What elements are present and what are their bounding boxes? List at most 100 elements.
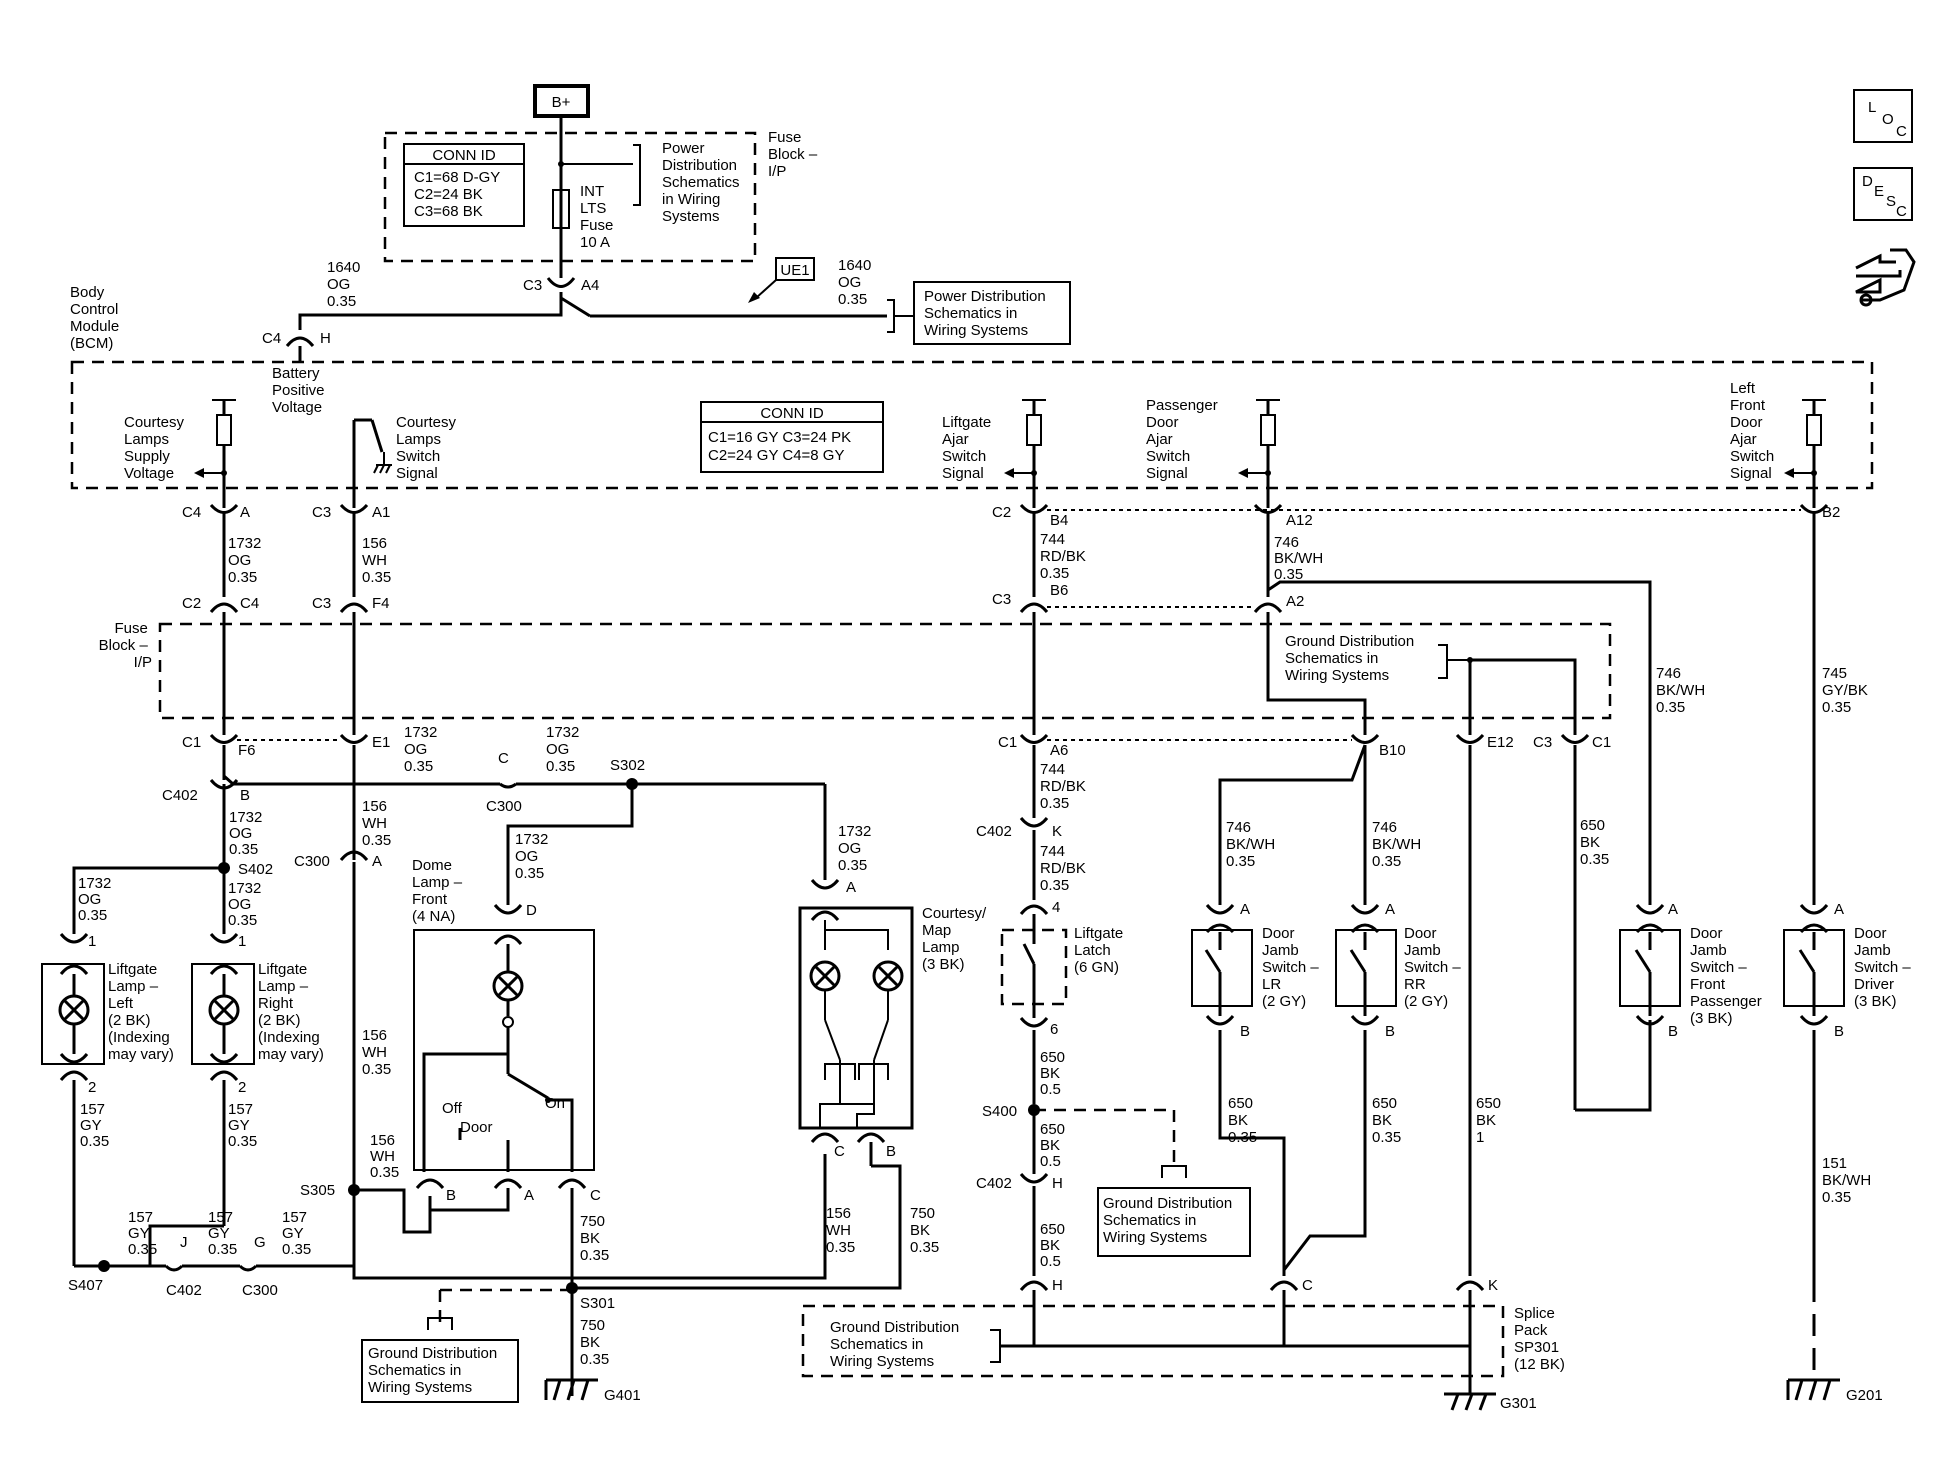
connector-row-2 xyxy=(209,602,1283,613)
dome-lamp-box xyxy=(413,929,595,1171)
svg-text:C402: C402 xyxy=(162,787,198,804)
svg-text:6: 6 xyxy=(1050,1021,1058,1038)
connector-row-3 xyxy=(209,733,1590,744)
svg-text:B6: B6 xyxy=(1050,582,1068,599)
svg-text:G401: G401 xyxy=(604,1387,641,1404)
gds-top-label: Ground Distribution Schematics in Wiring… xyxy=(1285,633,1418,684)
gds-left-box xyxy=(361,1339,519,1403)
svg-text:E12: E12 xyxy=(1487,734,1514,751)
conn-id-lines-top: C1=68 D-GY C2=24 BK C3=68 BK xyxy=(414,169,504,220)
conn-id-box-bcm xyxy=(700,401,884,473)
svg-text:G: G xyxy=(254,1234,266,1251)
svg-text:C: C xyxy=(1302,1277,1313,1294)
svg-text:C300: C300 xyxy=(294,853,330,870)
conn-id-box-top xyxy=(403,143,525,227)
fuse-block-label-top: Fuse Block – I/P xyxy=(768,129,821,180)
door-jamb-switch-rr: A B xyxy=(1335,901,1397,1040)
svg-text:F4: F4 xyxy=(372,595,390,612)
svg-text:O: O xyxy=(1882,111,1894,128)
svg-text:B: B xyxy=(1240,1023,1250,1040)
svg-text:C3: C3 xyxy=(312,504,331,521)
fuse-block-ip-top xyxy=(383,131,757,263)
svg-text:A: A xyxy=(1385,901,1395,918)
conn-id-lines-bcm: C1=16 GY C3=24 PK C2=24 GY C4=8 GY xyxy=(708,429,855,464)
svg-text:B: B xyxy=(886,1143,896,1160)
svg-text:4: 4 xyxy=(1052,899,1060,916)
svg-text:C402: C402 xyxy=(976,1175,1012,1192)
desc-icon[interactable]: D E S C xyxy=(1853,167,1913,221)
svg-text:J: J xyxy=(180,1234,188,1251)
troubleshoot-icon[interactable] xyxy=(1855,248,1916,307)
svg-text:C300: C300 xyxy=(486,798,522,815)
svg-text:2: 2 xyxy=(238,1079,246,1096)
a4-label: A4 xyxy=(581,277,599,294)
svg-text:C3: C3 xyxy=(1533,734,1552,751)
svg-text:C402: C402 xyxy=(166,1282,202,1299)
liftgate-latch-label: Liftgate Latch (6 GN) xyxy=(1074,925,1127,976)
door-jamb-switch-lr: A B xyxy=(1191,901,1253,1040)
gds-bottom-label: Ground Distribution Schematics in Wiring… xyxy=(830,1319,963,1370)
svg-text:K: K xyxy=(1052,823,1062,840)
svg-text:C2: C2 xyxy=(182,595,201,612)
svg-text:On: On xyxy=(545,1095,565,1112)
svg-text:S301: S301 xyxy=(580,1295,615,1312)
svg-text:B4: B4 xyxy=(1050,512,1068,529)
svg-text:A: A xyxy=(1668,901,1678,918)
svg-text:B: B xyxy=(240,787,250,804)
svg-text:C4: C4 xyxy=(182,504,201,521)
svg-text:C1: C1 xyxy=(182,734,201,751)
svg-text:A6: A6 xyxy=(1050,742,1068,759)
svg-text:S407: S407 xyxy=(68,1277,103,1294)
svg-text:Off: Off xyxy=(442,1100,463,1117)
fuse-block-ip xyxy=(158,622,1612,720)
svg-text:B: B xyxy=(446,1187,456,1204)
svg-text:C4: C4 xyxy=(240,595,259,612)
gds-mid-box xyxy=(1097,1187,1251,1257)
svg-text:S305: S305 xyxy=(300,1182,335,1199)
svg-text:C402: C402 xyxy=(976,823,1012,840)
svg-text:C3: C3 xyxy=(312,595,331,612)
dj-lr-label: Door Jamb Switch – LR (2 GY) xyxy=(1262,925,1323,1010)
battery-label: Battery Positive Voltage xyxy=(272,365,329,416)
bcm-label: Body Control Module (BCM) xyxy=(70,284,123,352)
ground-g401-icon xyxy=(544,1378,598,1401)
svg-text:C: C xyxy=(590,1187,601,1204)
door-jamb-switch-front-passenger: A B xyxy=(1619,901,1681,1040)
ground-g201-icon xyxy=(1786,1378,1840,1401)
svg-text:F6: F6 xyxy=(238,742,256,759)
liftgate-lamp-right: 1 2 xyxy=(191,933,255,1096)
loc-icon[interactable]: L O C xyxy=(1853,89,1913,143)
svg-text:C300: C300 xyxy=(242,1282,278,1299)
svg-text:K: K xyxy=(1488,1277,1498,1294)
svg-text:C1: C1 xyxy=(1592,734,1611,751)
svg-text:D: D xyxy=(526,902,537,919)
svg-text:C2: C2 xyxy=(992,504,1011,521)
gds-mid-label: Ground Distribution Schematics in Wiring… xyxy=(1103,1195,1236,1246)
liftgate-ajar-label: Liftgate Ajar Switch Signal xyxy=(942,414,995,482)
svg-text:D: D xyxy=(1862,173,1873,190)
svg-text:1: 1 xyxy=(238,933,246,950)
liftgate-left-label: Liftgate Lamp – Left (2 BK) (Indexing ma… xyxy=(108,961,174,1063)
svg-text:A: A xyxy=(524,1187,534,1204)
gds-left-label: Ground Distribution Schematics in Wiring… xyxy=(368,1345,501,1396)
wire-1640-right: 1640 OG 0.35 xyxy=(838,257,876,308)
